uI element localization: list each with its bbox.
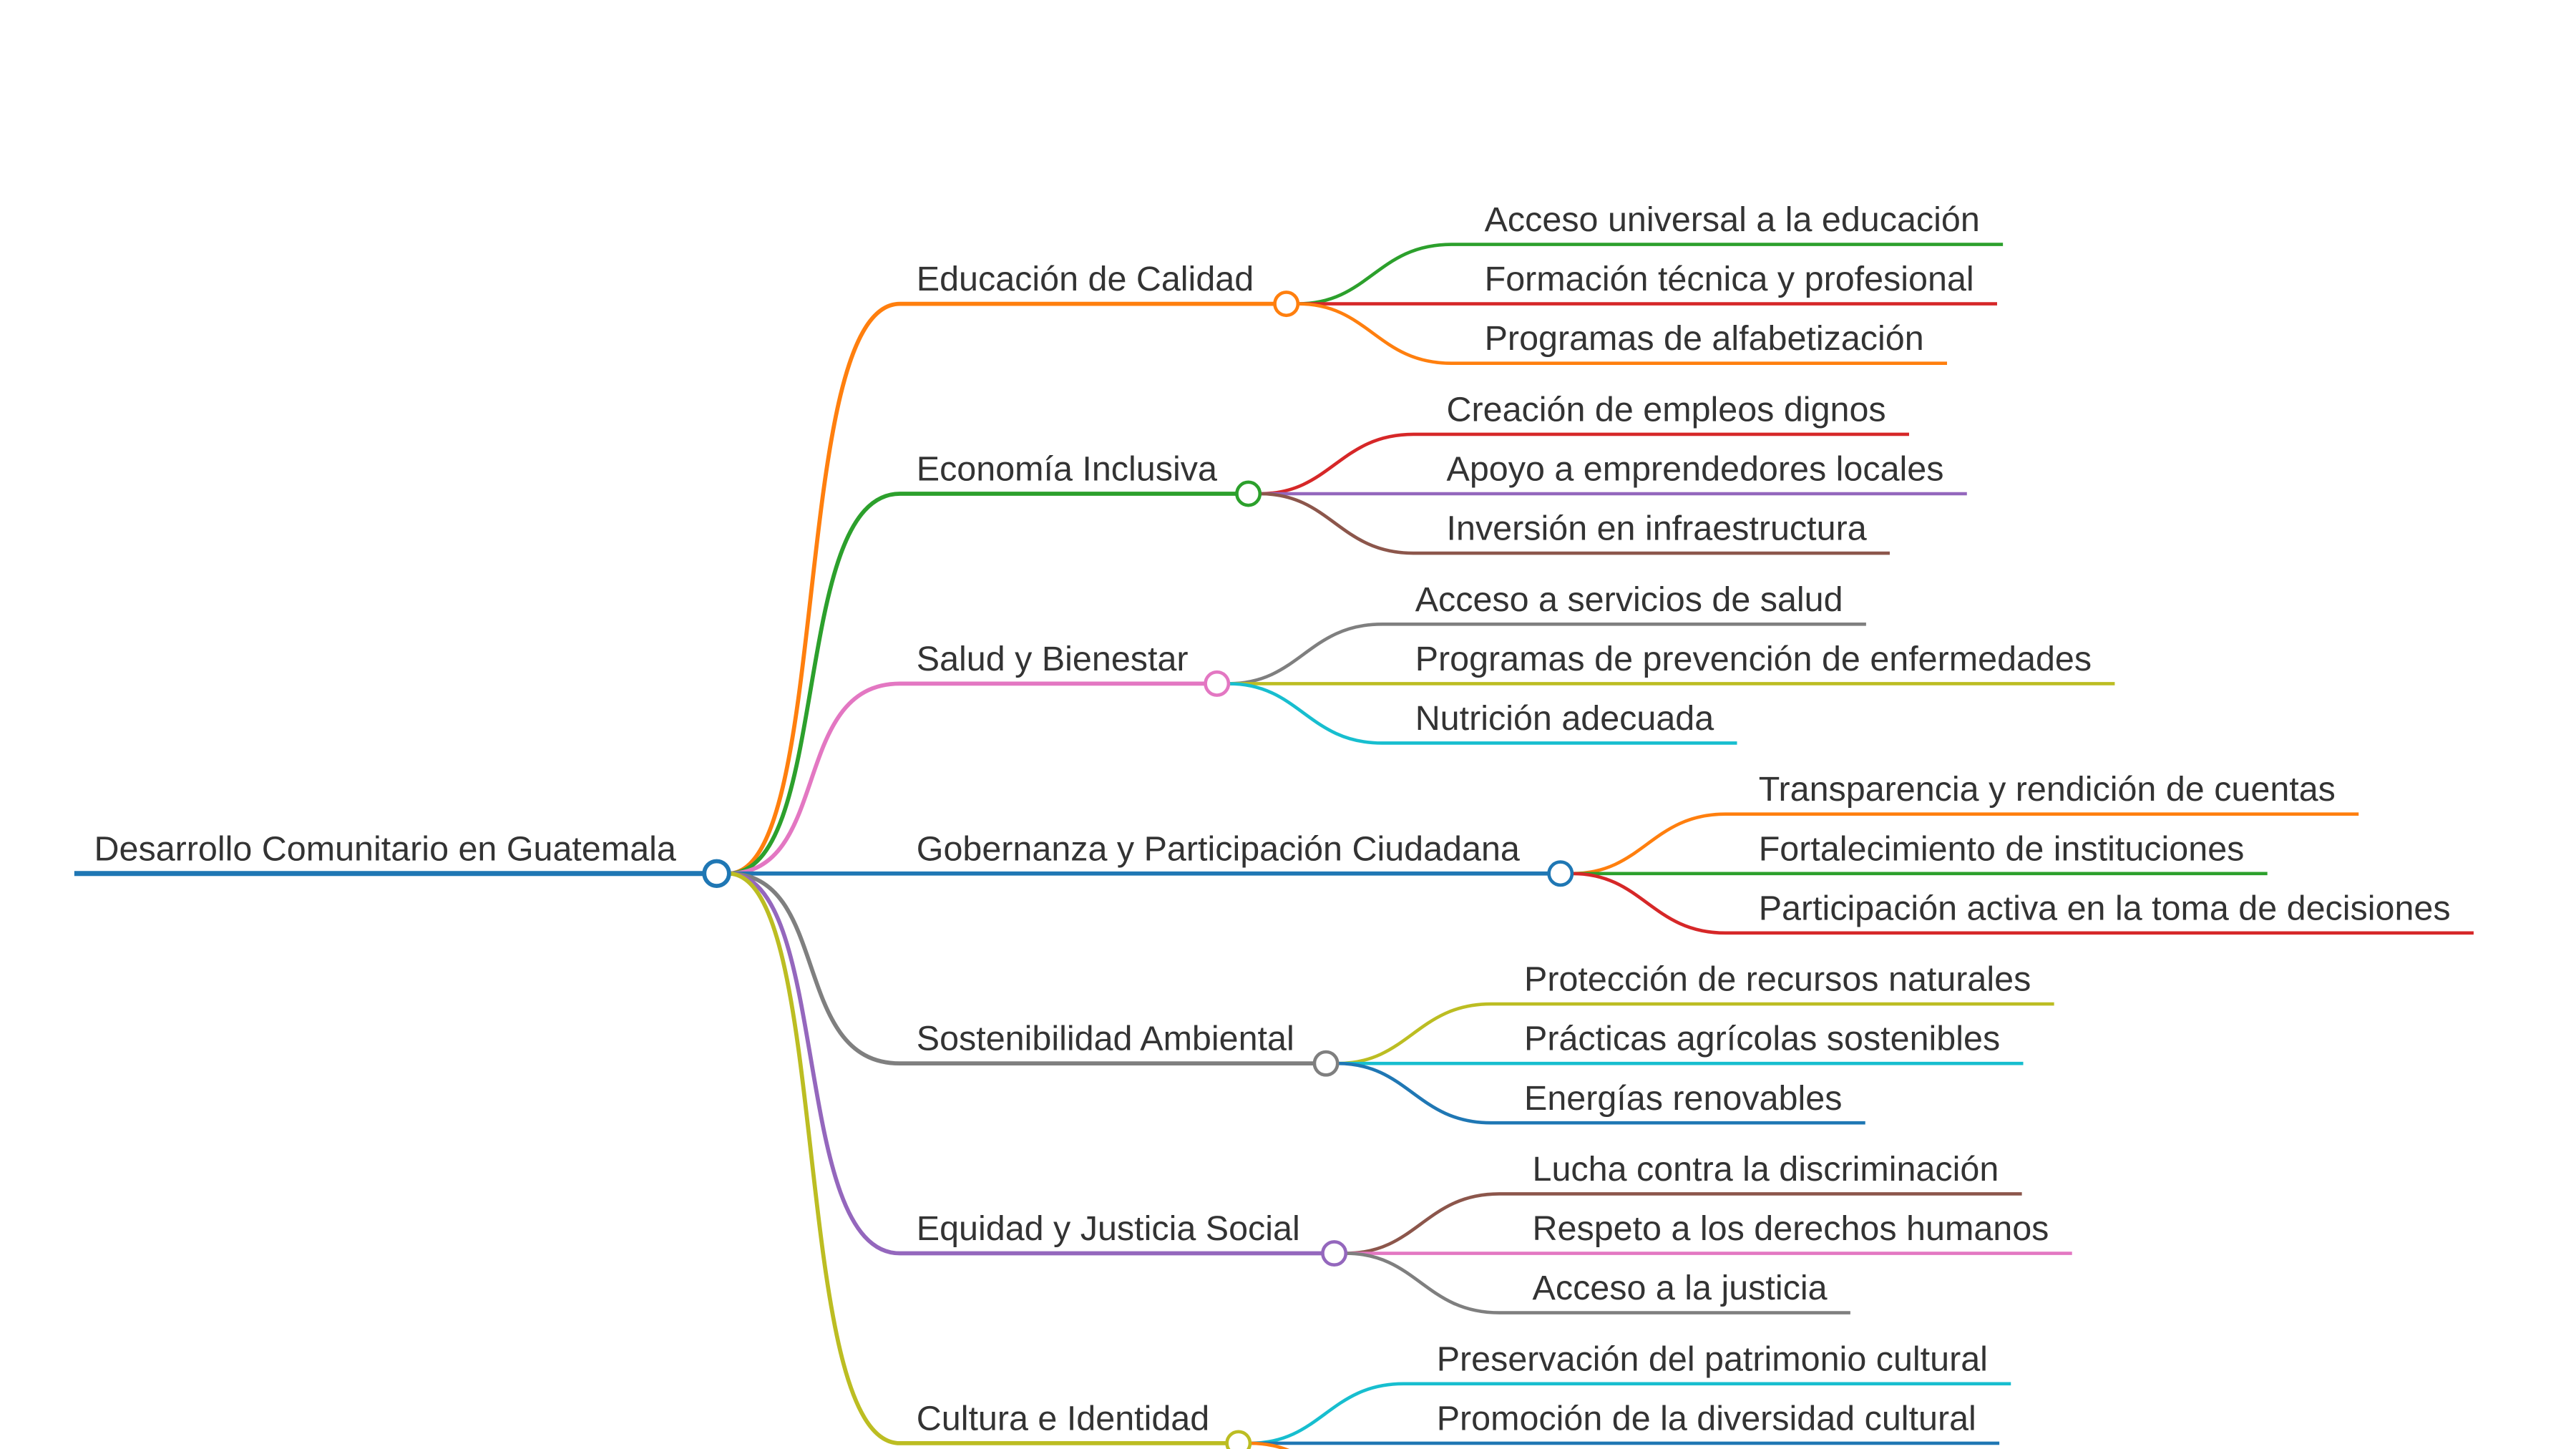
leaf-label: Participación activa en la toma de decis… — [1759, 889, 2451, 927]
branch-label: Cultura e Identidad — [917, 1399, 1209, 1438]
branch-link — [728, 871, 1227, 1445]
leaf-link — [1297, 302, 1948, 365]
leaf-label: Apoyo a emprendedores locales — [1447, 450, 1944, 489]
leaf-label: Lucha contra la discriminación — [1533, 1150, 1999, 1189]
leaf-label: Prácticas agrícolas sostenibles — [1524, 1020, 2000, 1058]
leaf-label: Acceso a la justicia — [1533, 1269, 1828, 1307]
leaf-label: Transparencia y rendición de cuentas — [1759, 770, 2336, 809]
leaf-label: Inversión en infraestructura — [1447, 509, 1867, 548]
branch-node-circle[interactable] — [1225, 1430, 1252, 1449]
branch-link — [728, 871, 1323, 1256]
branch-label: Equidad y Justicia Social — [917, 1209, 1300, 1248]
leaf-label: Nutrición adecuada — [1415, 699, 1714, 738]
leaf-link — [1228, 622, 1866, 686]
branch-node-circle[interactable] — [1235, 480, 1262, 507]
leaf-label: Promoción de la diversidad cultural — [1437, 1399, 1976, 1438]
leaf-label: Programas de prevención de enfermedades — [1415, 640, 2092, 678]
leaf-link — [1337, 1002, 2054, 1065]
leaf-link — [1249, 1382, 2011, 1445]
leaf-link — [1259, 492, 1890, 555]
branch-link — [728, 871, 1314, 1066]
branch-label: Gobernanza y Participación Ciudadana — [917, 829, 1520, 868]
branch-label: Economía Inclusiva — [917, 450, 1217, 489]
leaf-link — [1571, 812, 2359, 876]
leaf-label: Formación técnica y profesional — [1485, 260, 1974, 298]
leaf-label: Programas de alfabetización — [1485, 319, 1924, 358]
branch-link — [728, 681, 1206, 876]
branch-node-circle[interactable] — [1547, 860, 1574, 887]
leaf-link — [1337, 1061, 1865, 1125]
leaf-link — [1345, 1192, 2022, 1255]
leaf-label: Respeto a los derechos humanos — [1533, 1209, 2049, 1248]
leaf-link — [1571, 872, 2474, 935]
branch-node-circle[interactable] — [1273, 291, 1300, 318]
branch-label: Sostenibilidad Ambiental — [917, 1020, 1294, 1058]
leaf-label: Preservación del patrimonio cultural — [1437, 1340, 1988, 1378]
root-node-label: Desarrollo Comunitario en Guatemala — [94, 829, 676, 868]
leaf-link — [1297, 243, 2004, 306]
leaf-label: Protección de recursos naturales — [1524, 960, 2031, 999]
leaf-link — [1228, 682, 1737, 745]
branch-link — [728, 301, 1275, 876]
branch-node-circle[interactable] — [1321, 1240, 1348, 1267]
leaf-label: Fortalecimiento de instituciones — [1759, 829, 2245, 868]
leaf-link — [1345, 1252, 1850, 1314]
leaf-label: Acceso universal a la educación — [1485, 200, 1980, 239]
leaf-link — [1249, 1441, 1289, 1449]
root-node-circle[interactable] — [702, 859, 731, 888]
branch-node-circle[interactable] — [1312, 1050, 1340, 1077]
branch-node-circle[interactable] — [1204, 670, 1231, 697]
leaf-label: Creación de empleos dignos — [1447, 390, 1886, 429]
branch-label: Salud y Bienestar — [917, 640, 1189, 678]
leaf-label: Energías renovables — [1524, 1079, 1842, 1118]
leaf-label: Acceso a servicios de salud — [1415, 580, 1843, 619]
branch-label: Educación de Calidad — [917, 260, 1254, 298]
leaf-link — [1259, 432, 1909, 496]
branch-link — [728, 492, 1237, 876]
